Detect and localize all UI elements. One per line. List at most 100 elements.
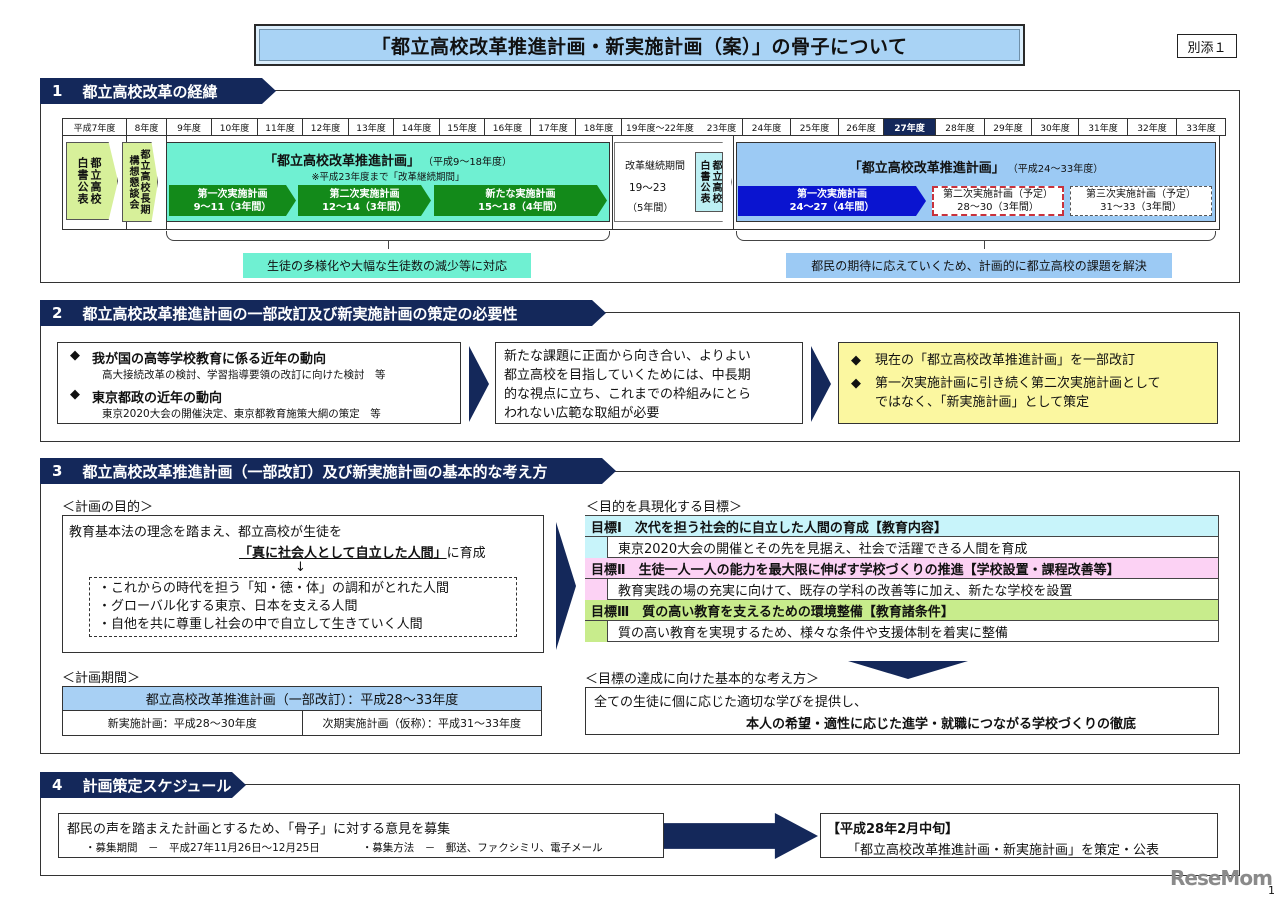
consultation-method: ・募集方法 － 郵送、ファクシミリ、電子メール (361, 842, 603, 854)
year-cell: 18年度 (575, 118, 621, 136)
diamond-bullet-icon: ◆ (70, 387, 80, 402)
committee-text-col2: 構想懇談会 (127, 154, 138, 210)
purpose-item: ・自他を共に尊重し社会の中で自立して生きていく人間 (98, 617, 423, 632)
phase-name: 新たな実施計画 (485, 188, 556, 200)
year-cell: 23年度 (701, 118, 742, 136)
section-2-rule (600, 312, 1240, 313)
diamond-bullet-icon: ◆ (851, 353, 861, 368)
approach-line: 本人の希望・適性に応じた進学・就職につながる学校づくりの徹底 (746, 717, 1137, 732)
need-line: われない広範な取組が必要 (504, 406, 660, 421)
year-cell: 10年度 (211, 118, 257, 136)
plan-note: ※平成23年度まで「改革継続期間」 (311, 172, 465, 183)
plan-title-text: 「都立高校改革推進計画」 (263, 154, 420, 169)
phase-box-planned: 第二次実施計画（予定） 28～30（3年間） (932, 186, 1064, 216)
result-date: 【平成28年2月中旬】 (827, 822, 959, 837)
goal-group: 目標Ⅰ 次代を担う社会的に自立した人間の育成【教育内容】 東京2020大会の開催… (585, 516, 1218, 558)
year-cell: 15年度 (439, 118, 484, 136)
period-table: 都立高校改革推進計画（一部改訂）：平成28～33年度 新実施計画：平成28～30… (62, 686, 542, 736)
white-paper-2-col2: 白書公表 (698, 160, 709, 204)
document-title: 「都立高校改革推進計画・新実施計画（案）」の骨子について (254, 24, 1025, 66)
period-main: 都立高校改革推進計画（一部改訂）：平成28～33年度 (63, 687, 541, 711)
section-title: 都立高校改革の経緯 (82, 82, 218, 101)
down-arrow-icon: ↓ (295, 560, 306, 575)
conclusion-text: 現在の「都立高校改革推進計画」を一部改訂 (875, 353, 1136, 368)
year-cell-current: 27年度 (883, 118, 935, 136)
callout-right: 都民の期待に応えていくため、計画的に都立高校の課題を解決 (786, 253, 1172, 278)
section-number: 4 (52, 776, 63, 794)
phase-box-planned: 第三次実施計画（予定） 31～33（3年間） (1070, 186, 1212, 216)
phase-name: 第三次実施計画（予定） (1086, 189, 1196, 200)
plan-period: （平成9～18年度） (427, 157, 513, 168)
white-paper-chevron: 都立高校 白書公表 (66, 142, 118, 220)
trend-heading: 東京都政の近年の動向 (92, 391, 223, 406)
trend-heading: 我が国の高等学校教育に係る近年の動向 (92, 352, 327, 367)
brace-tip (388, 241, 389, 249)
year-cell: 19年度～22年度 (621, 118, 701, 136)
white-paper-2-box: 都立高校 白書公表 (695, 152, 723, 212)
phase-range: 12～14（3年間） (322, 201, 407, 213)
year-cell: 30年度 (1031, 118, 1078, 136)
purpose-emphasis: 「真に社会人として自立した人間」 (239, 546, 447, 561)
timeline-body-frame (62, 136, 1220, 230)
goal-group: 目標Ⅲ 質の高い教育を支えるための環境整備【教育諸条件】 質の高い教育を実現する… (585, 600, 1218, 642)
purpose-suffix: に育成 (446, 546, 486, 561)
consultation-details: ・募集期間 － 平成27年11月26日～12月25日 ・募集方法 － 郵送、ファ… (85, 840, 663, 855)
year-cell: 13年度 (348, 118, 393, 136)
annex-label: 別添１ (1177, 34, 1237, 58)
year-cell: 11年度 (257, 118, 302, 136)
goal-group: 目標Ⅱ 生徒一人一人の能力を最大限に伸ばす学校づくりの推進【学校設置・課程改善等… (585, 558, 1218, 600)
purpose-label: ＜計画の目的＞ (62, 500, 154, 515)
section-3-rule (610, 471, 1240, 472)
year-cell: 28年度 (935, 118, 984, 136)
brace-right (736, 231, 1216, 241)
purpose-emphasis-line: 「真に社会人として自立した人間」に育成 (239, 542, 543, 561)
section-number: 1 (52, 82, 63, 100)
column-divider (612, 136, 613, 230)
trends-box: ◆ 我が国の高等学校教育に係る近年の動向 高大接続改革の検討、学習指導要領の改訂に… (57, 342, 461, 424)
phase-name: 第二次実施計画（予定） (943, 189, 1053, 200)
phase-arrow: 第二次実施計画 12～14（3年間） (298, 185, 431, 216)
section-4-rule (240, 784, 1240, 785)
need-line: 都立高校を目指していくためには、中長期 (504, 368, 751, 383)
year-cell: 31年度 (1078, 118, 1127, 136)
year-cell: 25年度 (790, 118, 838, 136)
watermark-logo: ReseMom (1170, 866, 1273, 890)
trend-detail: 東京2020大会の開催決定、東京都教育施策大綱の策定 等 (102, 408, 381, 420)
section-1-rule (270, 90, 1240, 91)
committee-text-col1: 都立高校長期 (138, 149, 149, 215)
goal-detail: 質の高い教育を実現するため、様々な条件や支援体制を着実に整備 (607, 621, 1218, 642)
phase-range: 24～27（4年間） (789, 202, 875, 213)
diamond-bullet-icon: ◆ (70, 348, 80, 363)
column-divider (733, 136, 734, 230)
goal-detail: 教育実践の場の充実に向けて、既存の学科の改善等に加え、新たな学校を設置 (607, 579, 1218, 600)
goal-detail: 東京2020大会の開催とその先を見据え、社会で活躍できる人間を育成 (607, 537, 1218, 558)
consultation-text: 都民の声を踏まえた計画とするため、「骨子」に対する意見を募集 (67, 822, 451, 837)
result-box: 【平成28年2月中旬】 「都立高校改革推進計画・新実施計画」を策定・公表 (820, 813, 1218, 858)
year-cell: 16年度 (484, 118, 530, 136)
purpose-item: ・これからの時代を担う「知・徳・体」の調和がとれた人間 (98, 581, 450, 596)
long-term-committee-chevron: 都立高校長期 構想懇談会 (122, 142, 158, 222)
goal-heading: 目標Ⅲ 質の高い教育を支えるための環境整備【教育諸条件】 (585, 600, 1218, 621)
callout-left: 生徒の多様化や大幅な生徒数の減少等に対応 (243, 253, 531, 278)
purpose-item: ・グローバル化する東京、日本を支える人間 (98, 599, 358, 614)
phase-name: 第二次実施計画 (329, 188, 400, 200)
plan-title: 「都立高校改革推進計画」 （平成9～18年度） (167, 150, 609, 169)
purpose-line: 教育基本法の理念を踏まえ、都立高校が生徒を (69, 525, 343, 540)
year-cell: 8年度 (126, 118, 166, 136)
continuation-range: 19～23 (629, 182, 667, 194)
white-paper-2-col1: 都立高校 (710, 160, 721, 204)
phase-arrow: 新たな実施計画 15～18（4年間） (434, 185, 607, 216)
year-cell: 17年度 (530, 118, 575, 136)
trend-detail: 高大接続改革の検討、学習指導要領の改訂に向けた検討 等 (102, 369, 386, 381)
section-title: 計画策定スケジュール (82, 776, 232, 795)
trend-item: ◆ 東京都政の近年の動向 (70, 387, 460, 406)
year-cell: 26年度 (838, 118, 883, 136)
consultation-period: ・募集期間 － 平成27年11月26日～12月25日 (85, 842, 320, 854)
phase-range: 28～30（3年間） (957, 202, 1039, 213)
white-paper-text-col1: 都立高校 (89, 157, 102, 205)
phase-range: 9～11（3年間） (193, 201, 272, 213)
year-cell: 32年度 (1127, 118, 1176, 136)
period-row: 新実施計画：平成28～30年度 次期実施計画（仮称）：平成31～33年度 (63, 711, 541, 735)
goals-label: ＜目的を具現化する目標＞ (586, 500, 743, 515)
result-text: 「都立高校改革推進計画・新実施計画」を策定・公表 (847, 843, 1160, 858)
